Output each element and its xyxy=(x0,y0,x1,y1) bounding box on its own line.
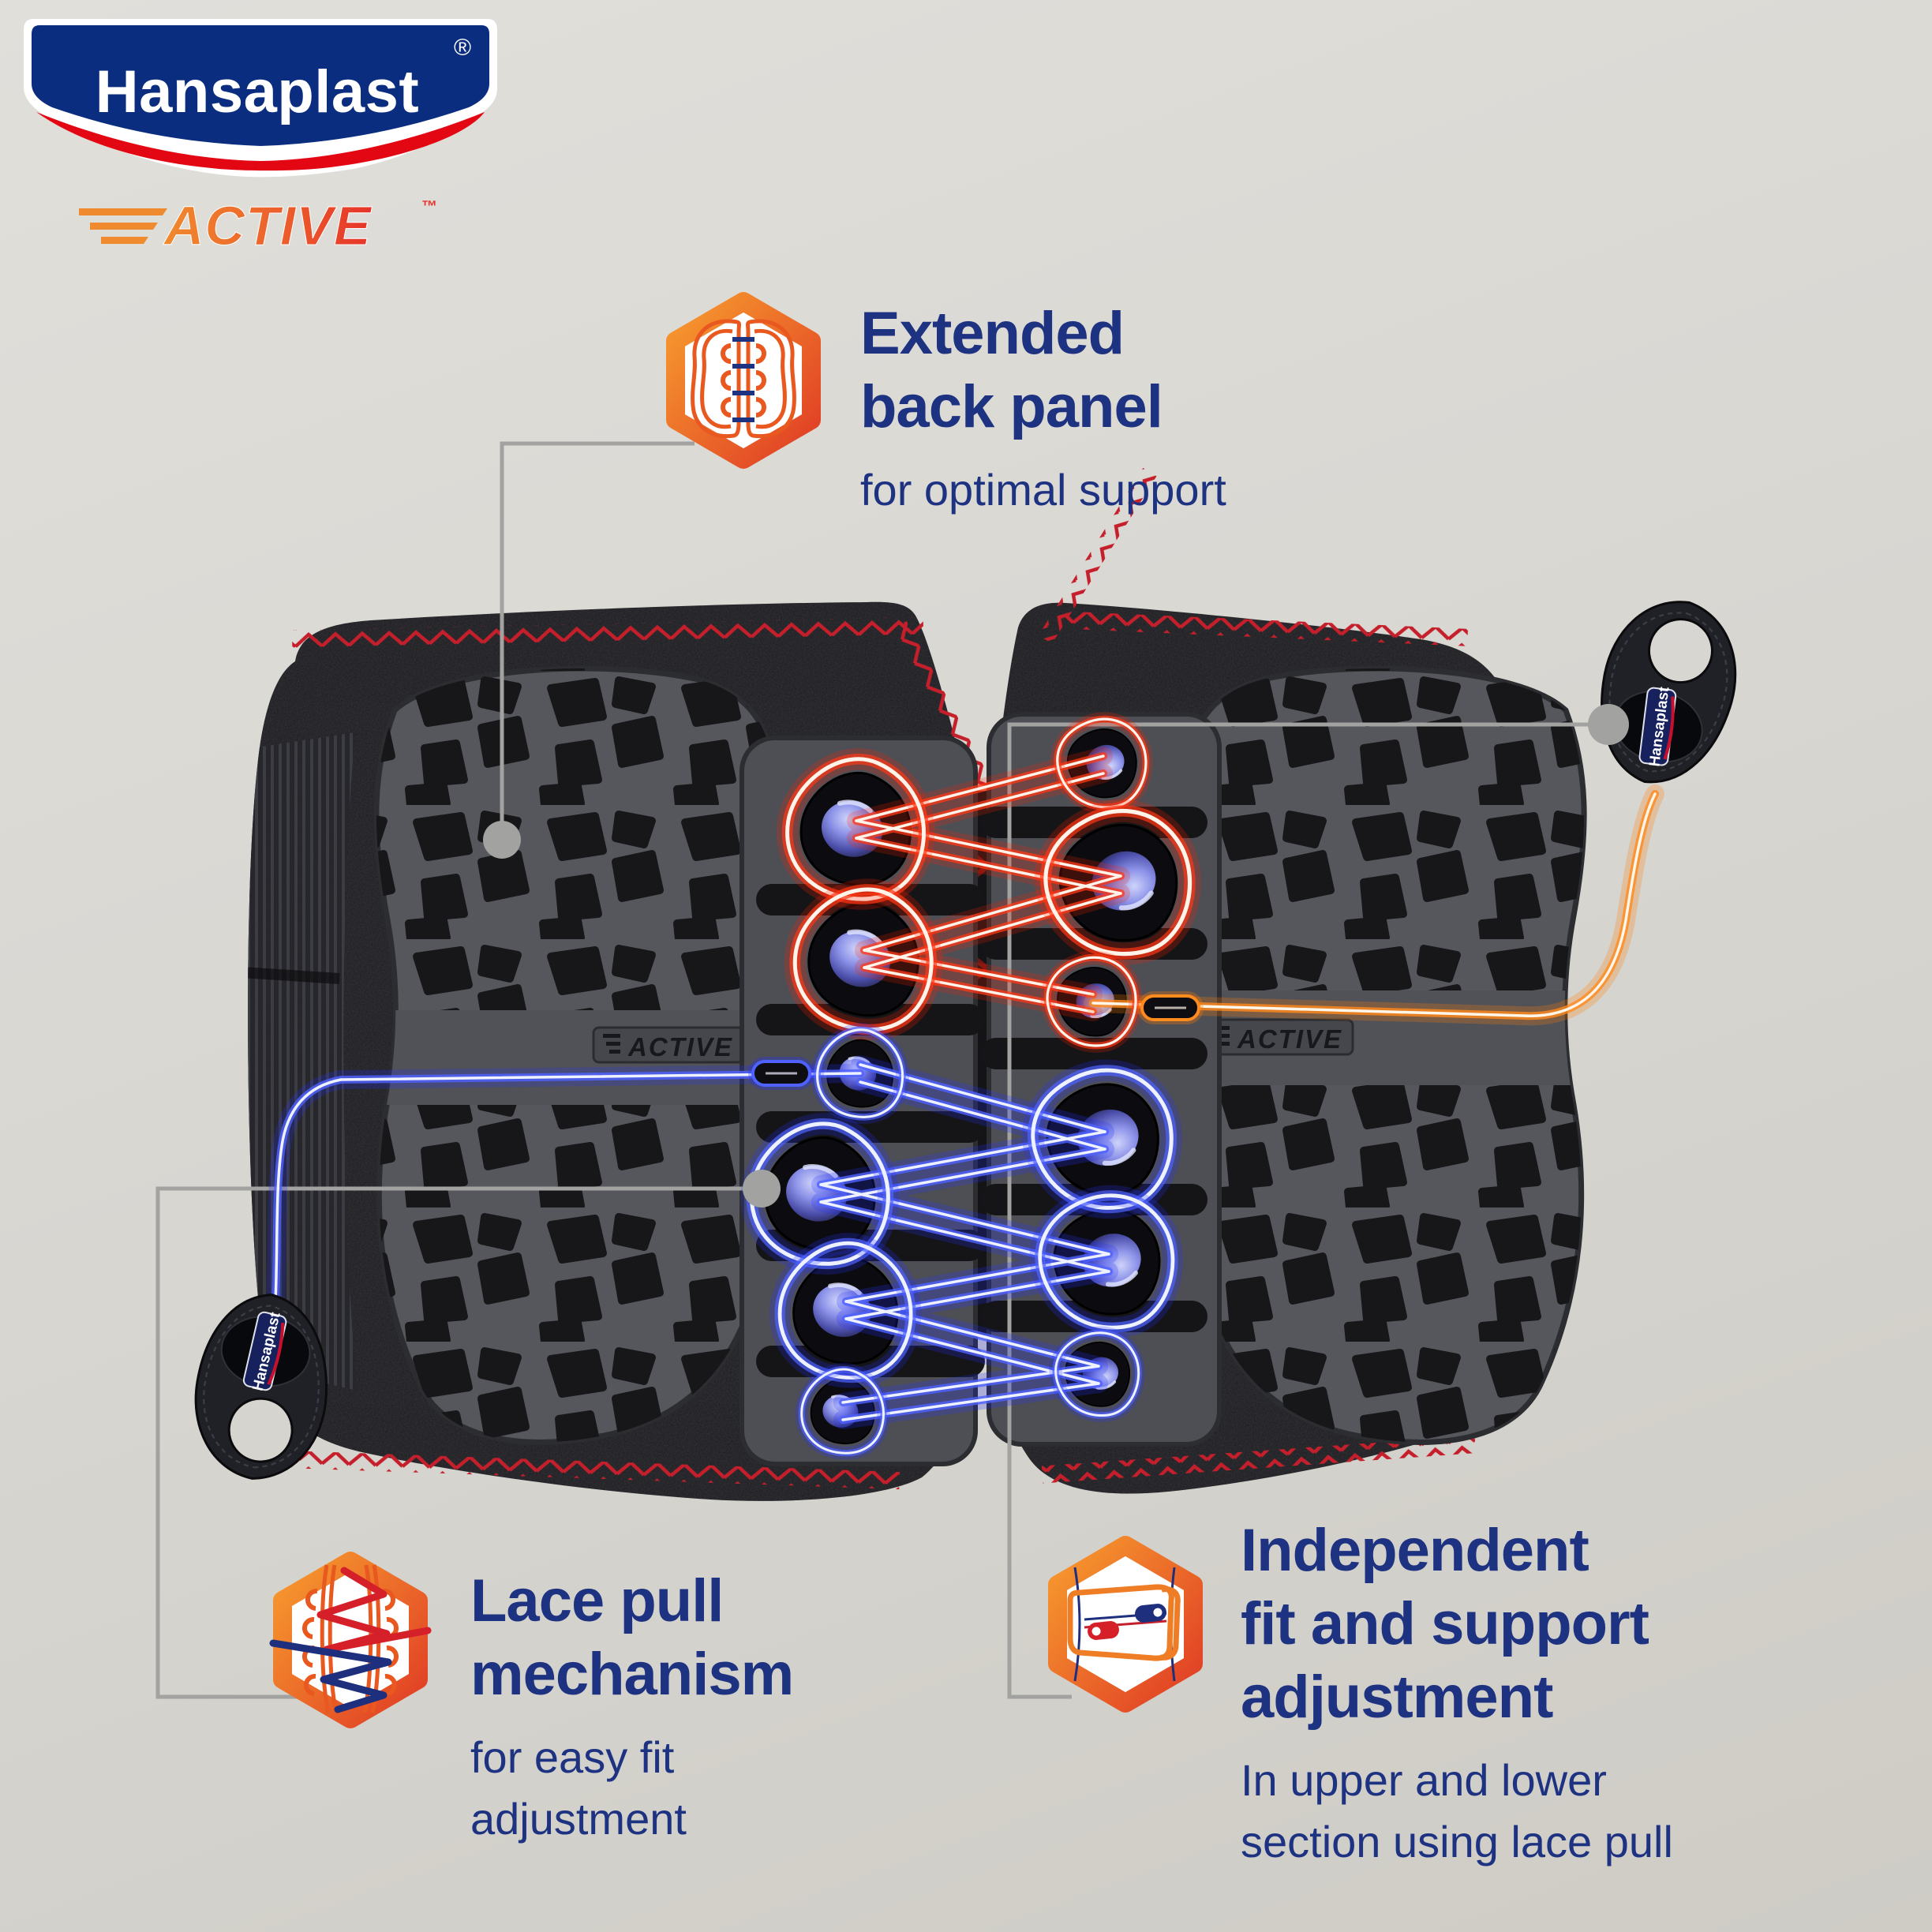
callout-subtitle-line: for easy fit xyxy=(470,1732,675,1782)
subbrand-name: ACTIVE xyxy=(163,196,373,256)
callout-title: Extended back panel xyxy=(860,297,1226,444)
callout-lace-pull-mechanism: Lace pull mechanism for easy fit adjustm… xyxy=(470,1564,794,1850)
callout-title-line: fit and support xyxy=(1241,1590,1649,1657)
trademark: ™ xyxy=(421,198,437,215)
callout-title-line: Independent xyxy=(1241,1517,1589,1584)
callout-subtitle-line: adjustment xyxy=(470,1794,687,1844)
shield-blue xyxy=(32,25,489,146)
callout-title-line: Lace pull xyxy=(470,1567,724,1634)
callout-connectors xyxy=(155,441,1608,1699)
callout-title-line: mechanism xyxy=(470,1641,794,1708)
left-elastic-strap xyxy=(248,732,357,1391)
independent-fit-icon xyxy=(1048,1536,1203,1713)
callout-title-line: adjustment xyxy=(1241,1664,1553,1731)
cord-lock-orange xyxy=(1137,991,1204,1024)
connector-dots xyxy=(483,704,1629,1208)
hansaplast-logo: Hansaplast ® xyxy=(24,19,497,178)
callout-independent-fit-adjustment: Independent fit and support adjustment I… xyxy=(1241,1514,1673,1873)
active-embossed-plaque-right: ACTIVE xyxy=(1201,1018,1354,1056)
back-panel-icon xyxy=(666,292,821,469)
active-logo: ACTIVE ™ xyxy=(79,196,437,256)
dot-extended-back-panel xyxy=(483,821,521,859)
cord-lock-blue xyxy=(748,1057,814,1090)
back-panel-glyph xyxy=(691,319,796,439)
corset-glyph xyxy=(301,1564,399,1713)
active-embossed-plaque-left: ACTIVE xyxy=(592,1026,745,1064)
dot-lace-pull xyxy=(743,1170,781,1208)
blue-lace-glyph xyxy=(269,1639,392,1713)
connector-lace-pull xyxy=(155,1186,762,1699)
callout-subtitle: for optimal support xyxy=(860,459,1226,521)
red-mini-tab xyxy=(1088,1621,1119,1640)
belt-glyph xyxy=(1067,1567,1181,1682)
connector-extended-back-panel xyxy=(500,441,695,840)
callout-title: Lace pull mechanism xyxy=(470,1564,794,1711)
callout-title-line: Extended xyxy=(860,300,1125,367)
red-lace-glyph xyxy=(316,1567,432,1653)
brand-name: Hansaplast xyxy=(95,58,420,125)
active-embossed-text-right: ACTIVE xyxy=(1237,1024,1342,1054)
pull-tab-bottom-left: Hansaplast xyxy=(194,1294,328,1480)
callout-title: Independent fit and support adjustment xyxy=(1241,1514,1673,1734)
callout-subtitle: In upper and lower section using lace pu… xyxy=(1241,1750,1673,1873)
active-embossed-text-left: ACTIVE xyxy=(627,1032,733,1061)
blue-mini-tab xyxy=(1135,1604,1166,1623)
pull-tab-top-right: Hansaplast xyxy=(1601,601,1737,784)
callout-subtitle-line: In upper and lower xyxy=(1241,1755,1607,1805)
callout-subtitle: for easy fit adjustment xyxy=(470,1727,793,1850)
back-panel-glyph-laces xyxy=(732,337,754,422)
connector-independent-fit xyxy=(1007,722,1608,1699)
hansaplast-tab-badge-top: Hansaplast xyxy=(1638,686,1677,767)
dot-independent-fit xyxy=(1588,704,1629,745)
shield-red-swoosh xyxy=(36,112,485,171)
registered-mark: ® xyxy=(454,35,471,61)
active-speed-lines xyxy=(79,208,167,244)
callout-extended-back-panel: Extended back panel for optimal support xyxy=(860,297,1226,521)
callout-subtitle-line: for optimal support xyxy=(860,465,1226,515)
callout-subtitle-line: section using lace pull xyxy=(1241,1817,1673,1866)
callout-title-line: back panel xyxy=(860,373,1163,440)
lace-pull-icon xyxy=(269,1552,432,1728)
